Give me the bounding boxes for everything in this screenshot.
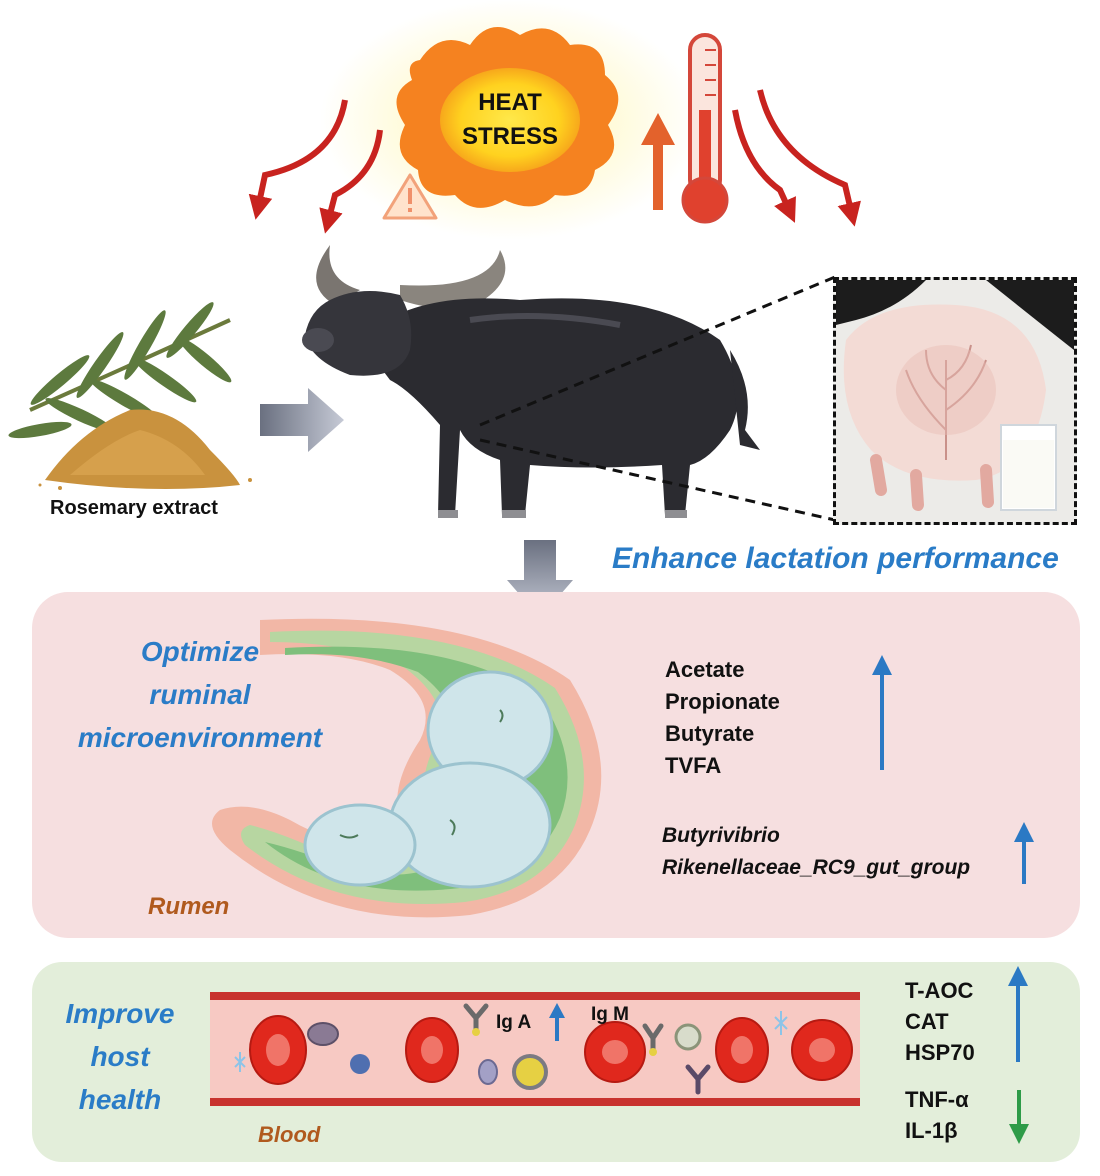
bacteria-up-arrow-icon (1014, 822, 1034, 884)
antioxidant-list: T-AOC CAT HSP70 (905, 975, 975, 1068)
bacteria-rikenellaceae: Rikenellaceae_RC9_gut_group (662, 856, 971, 879)
cytokine-tnf: TNF-α (905, 1087, 969, 1112)
rumen-organ-label: Rumen (148, 893, 230, 920)
vfa-tvfa: TVFA (665, 753, 722, 778)
blood-title-line3: health (78, 1084, 162, 1115)
blood-title-line2: host (90, 1041, 150, 1072)
temperature-up-arrow (641, 113, 675, 210)
rumen-title-line1: Optimize (140, 636, 260, 667)
rumen-illustration (212, 618, 602, 918)
rumen-title-line2: ruminal (149, 679, 251, 710)
warning-icon (382, 173, 438, 220)
rumen-panel-title: Optimize ruminal microenvironment (40, 630, 360, 759)
cytokine-list: TNF-α IL-1β (905, 1084, 969, 1146)
rumen-title-line3: microenvironment (77, 722, 323, 753)
heat-arrow-left-inner (319, 129, 383, 234)
vfa-propionate: Propionate (665, 689, 780, 714)
sun-icon (396, 27, 619, 208)
heat-arrow-right-outer (757, 89, 861, 227)
antioxidant-up-arrow-icon (1008, 966, 1028, 1062)
arrow-right-icon (260, 388, 344, 452)
thermometer-icon (681, 33, 729, 224)
heat-arrow-left-outer (248, 99, 348, 220)
vfa-acetate: Acetate (665, 657, 745, 682)
bacteria-list: Butyrivibrio Rikenellaceae_RC9_gut_group (662, 820, 970, 884)
heat-stress-section: HEAT STRESS (0, 0, 1100, 240)
vfa-butyrate: Butyrate (665, 721, 755, 746)
blood-organ-label: Blood (258, 1122, 321, 1147)
antioxidant-taoc: T-AOC (905, 978, 974, 1003)
water-buffalo-image (302, 245, 760, 518)
blood-panel-title: Improve host health (40, 992, 200, 1121)
udder-image (836, 280, 1074, 522)
antioxidant-cat: CAT (905, 1009, 949, 1034)
rosemary-extract: Rosemary extract (0, 280, 270, 530)
iga-label: Ig A (496, 1012, 532, 1033)
udder-inset (833, 277, 1077, 525)
cytokine-down-arrow-icon (1009, 1090, 1029, 1144)
vfa-up-arrow-icon (872, 655, 892, 770)
zoom-connector-lines (479, 275, 836, 522)
iga-up-arrow-icon (549, 1003, 565, 1041)
rosemary-extract-label: Rosemary extract (50, 497, 218, 519)
rosemary-icon (8, 302, 252, 490)
heat-stress-label: HEAT STRESS (455, 86, 565, 154)
vfa-list: Acetate Propionate Butyrate TVFA (665, 654, 780, 782)
heat-arrow-right-inner (732, 109, 796, 223)
antioxidant-hsp70: HSP70 (905, 1040, 975, 1065)
cytokine-il1b: IL-1β (905, 1118, 958, 1143)
heat-label-line1: HEAT (478, 89, 542, 116)
blood-title-line1: Improve (65, 998, 175, 1029)
bacteria-butyrivibrio: Butyrivibrio (662, 824, 780, 847)
igm-label: Ig M (591, 1004, 629, 1025)
lactation-performance-label: Enhance lactation performance (612, 542, 1059, 575)
blood-vessel-illustration (210, 992, 860, 1106)
heat-stress-graphic (248, 0, 861, 240)
heat-label-line2: STRESS (461, 123, 559, 150)
